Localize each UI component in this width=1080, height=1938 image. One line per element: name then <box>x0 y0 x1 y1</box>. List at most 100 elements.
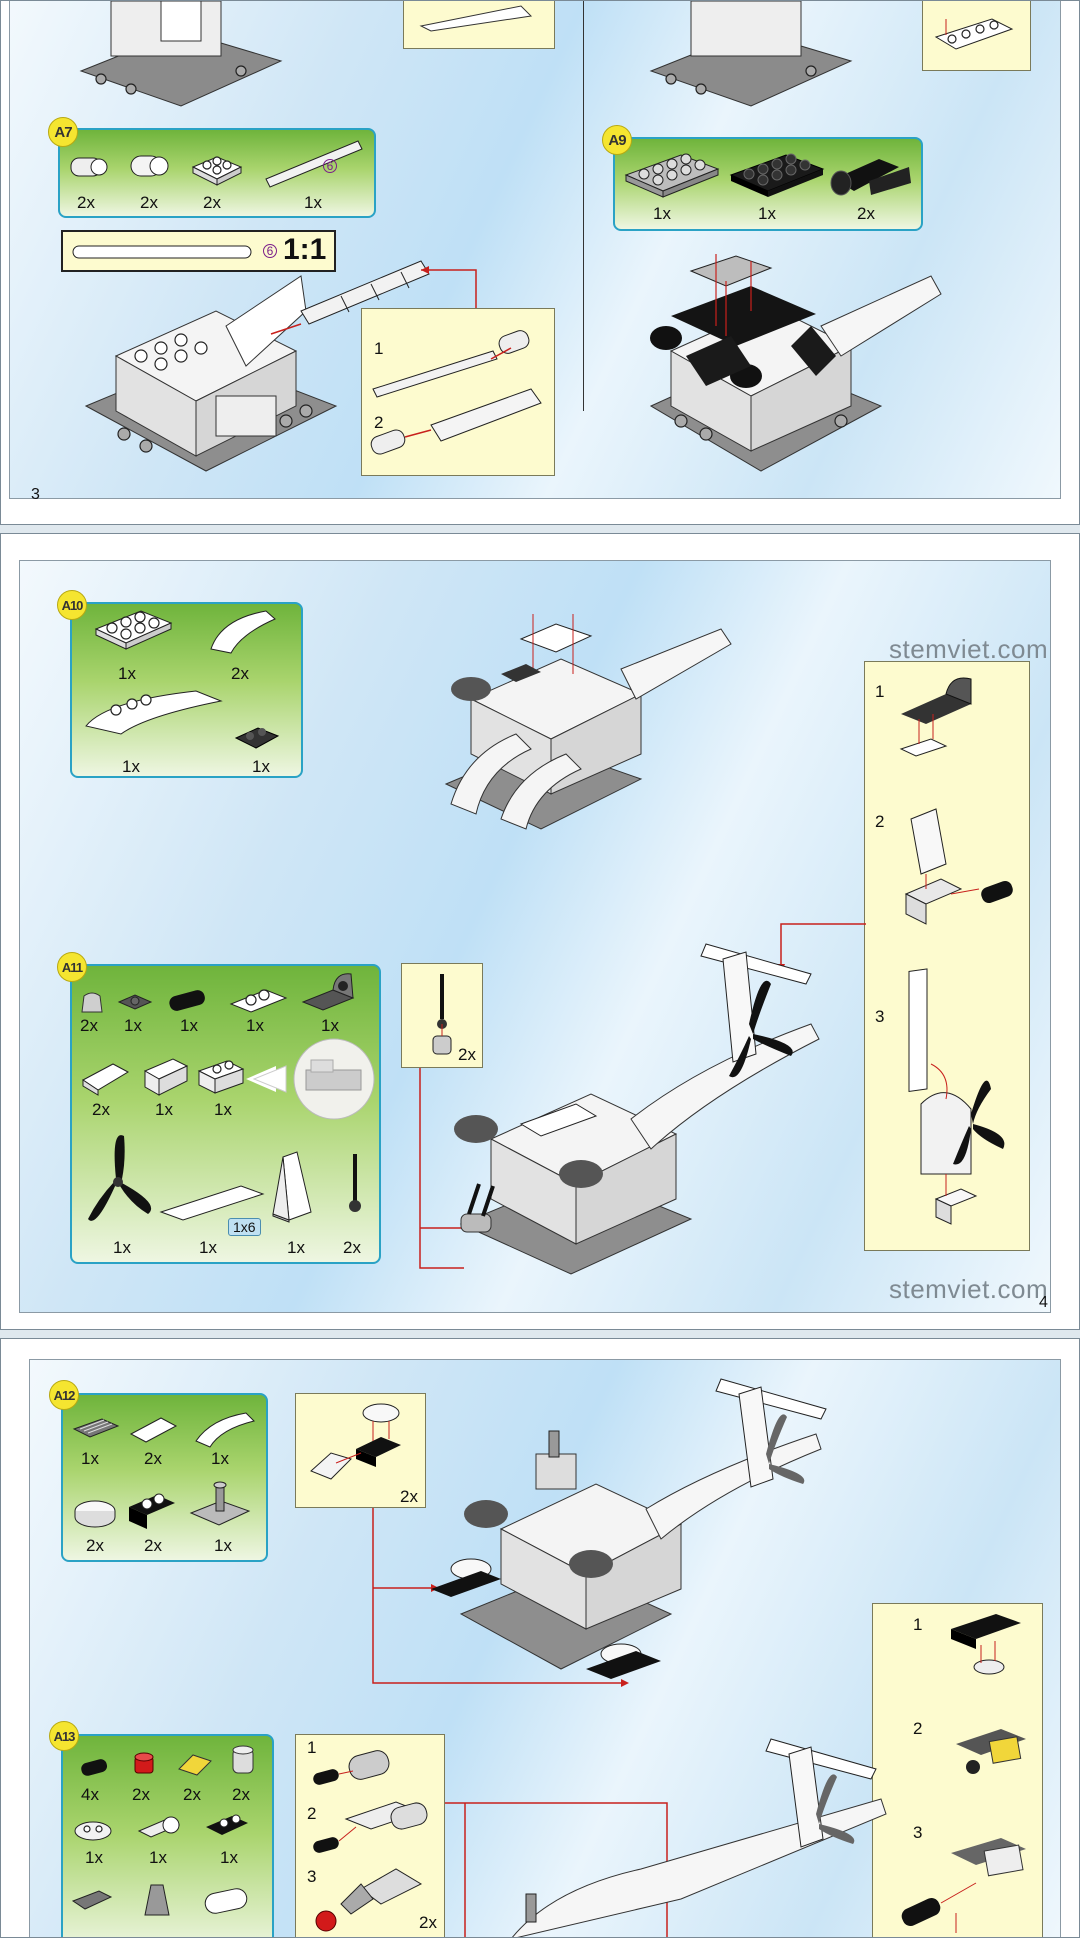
axle-length-number: 6 <box>323 159 337 173</box>
qty-a12-2: 2x <box>144 1449 162 1468</box>
step-badge-a13: A13 <box>49 1721 79 1751</box>
plate-black-icon <box>206 1814 248 1835</box>
substep-label-a13-2: 2 <box>307 1804 317 1823</box>
qty-a11-10: 1x <box>199 1238 217 1257</box>
ruler-scale: 1:1 <box>283 233 327 266</box>
substep-1-bracket <box>951 1614 1021 1675</box>
plate-1x1-dark-icon <box>117 994 153 1010</box>
step-badge-a12: A12 <box>49 1380 79 1410</box>
qty-a13-6: 1x <box>149 1848 167 1867</box>
model-step-a10 <box>444 614 732 830</box>
substep-1-connector <box>313 1750 390 1785</box>
plate-2x3-icon <box>94 610 173 650</box>
grille-small-icon <box>71 1890 113 1910</box>
qty-a13-4: 2x <box>232 1785 250 1804</box>
substep-2-round-plate <box>313 1801 428 1853</box>
brick-1x2-icon <box>197 1060 245 1094</box>
substep-label-a12-2: 2 <box>913 1719 923 1738</box>
inset-circle-icon <box>246 1038 375 1120</box>
cone-gray-icon <box>144 1884 170 1916</box>
qty-a11-6: 2x <box>92 1100 110 1119</box>
qty-a11-12: 2x <box>343 1238 361 1257</box>
axle-connector-icon <box>70 157 108 177</box>
substep-label-a12-1: 1 <box>913 1615 923 1634</box>
round-tile-icon <box>74 1500 116 1528</box>
qty-a13-sub: 2x <box>419 1913 437 1932</box>
qty-a11-7: 1x <box>155 1100 173 1119</box>
skid-assembly-icon <box>310 1403 401 1480</box>
axle-icon <box>265 140 363 188</box>
bracket-black-icon <box>129 1493 175 1529</box>
round-brick-icon <box>130 155 169 177</box>
plate-2x4-black-icon <box>729 153 825 197</box>
substep-label-a13-1: 1 <box>307 1738 317 1757</box>
slope-yellow-icon <box>178 1754 212 1776</box>
tile-size-tag: 1x6 <box>228 1218 261 1236</box>
model-previous-right <box>649 1 853 107</box>
instruction-page-5: A12 1x 2x 1x 2x 2x 1x 2x 1 2 3 <box>0 1338 1080 1938</box>
qty-a11-11: 1x <box>287 1238 305 1257</box>
watermark-bottom: stemviet.com <box>889 1274 1049 1304</box>
qty-a7-2: 2x <box>140 193 158 212</box>
slope-1x2-icon <box>143 1058 189 1096</box>
qty-a11-2: 1x <box>124 1016 142 1035</box>
substep-3-light-assembly <box>901 1838 1026 1933</box>
model-step-a9 <box>649 254 942 472</box>
qty-a13-2: 2x <box>132 1785 150 1804</box>
qty-a10-1: 1x <box>118 664 136 683</box>
qty-lever-sub: 2x <box>458 1045 476 1064</box>
plate-1x2-clip-icon <box>229 989 288 1013</box>
qty-a11-5: 1x <box>321 1016 339 1035</box>
ruler-axle-icon <box>72 245 252 259</box>
qty-a11-8: 1x <box>214 1100 232 1119</box>
column-divider <box>583 1 584 411</box>
step-badge-a11: A11 <box>57 952 87 982</box>
plate-round-end-icon <box>137 1816 181 1838</box>
qty-a11-4: 1x <box>246 1016 264 1035</box>
slope-small-gray-icon <box>81 992 103 1013</box>
plate-2x4-gray-icon <box>624 153 720 198</box>
lever-assembly-icon <box>432 974 452 1055</box>
qty-a13-3: 2x <box>183 1785 201 1804</box>
curved-slope-icon <box>210 610 276 654</box>
qty-a9-3: 2x <box>857 204 875 223</box>
substep-label-a12-3: 3 <box>913 1823 923 1842</box>
substep-2-slope-assembly <box>904 808 1013 925</box>
step-badge-a7: A7 <box>48 117 78 147</box>
step-badge-a10: A10 <box>57 590 87 620</box>
model-step-a12 <box>431 1378 827 1679</box>
substep-label-a13-3: 3 <box>307 1867 317 1886</box>
connector-arrow <box>421 266 477 311</box>
bar-connector-icon <box>169 990 205 1011</box>
round-plate-icon <box>74 1821 112 1841</box>
subassembly-box-a12-right <box>872 1603 1043 1937</box>
qty-a10-4: 1x <box>252 757 270 776</box>
lever-connector-line <box>419 1068 464 1269</box>
qty-a10-2: 2x <box>231 664 249 683</box>
qty-a7-4: 1x <box>304 193 322 212</box>
model-step-a13 <box>512 1738 887 1937</box>
round-red-icon <box>134 1752 154 1774</box>
qty-a11-1: 2x <box>80 1016 98 1035</box>
instruction-page-3: A7 6 2x 2x 2x 1x 6 1:1 1 2 A9 <box>0 0 1080 525</box>
qty-a12-4: 2x <box>86 1536 104 1555</box>
round-gray-icon <box>232 1745 254 1774</box>
substep-label-1: 1 <box>374 339 384 358</box>
qty-a9-2: 1x <box>758 204 776 223</box>
page-number-4: 4 <box>1039 1294 1048 1311</box>
wedge-plate-icon <box>85 690 223 735</box>
qty-a11-3: 1x <box>180 1016 198 1035</box>
slope-1x2x3-icon <box>272 1151 312 1223</box>
substep-3-propeller-assembly <box>908 968 1005 1225</box>
qty-a12-1: 1x <box>81 1449 99 1468</box>
engine-black-icon <box>830 159 911 196</box>
substep-2-boom <box>370 388 542 455</box>
substep-2-light <box>956 1729 1026 1774</box>
cylinder-white-icon <box>204 1888 248 1914</box>
qty-a13-7: 1x <box>220 1848 238 1867</box>
qty-a12-sub: 2x <box>400 1487 418 1506</box>
qty-a12-3: 1x <box>211 1449 229 1468</box>
substep-label-2: 2 <box>374 413 384 432</box>
ruler-length-number: 6 <box>263 244 277 258</box>
watermark-top: stemviet.com <box>889 634 1049 664</box>
